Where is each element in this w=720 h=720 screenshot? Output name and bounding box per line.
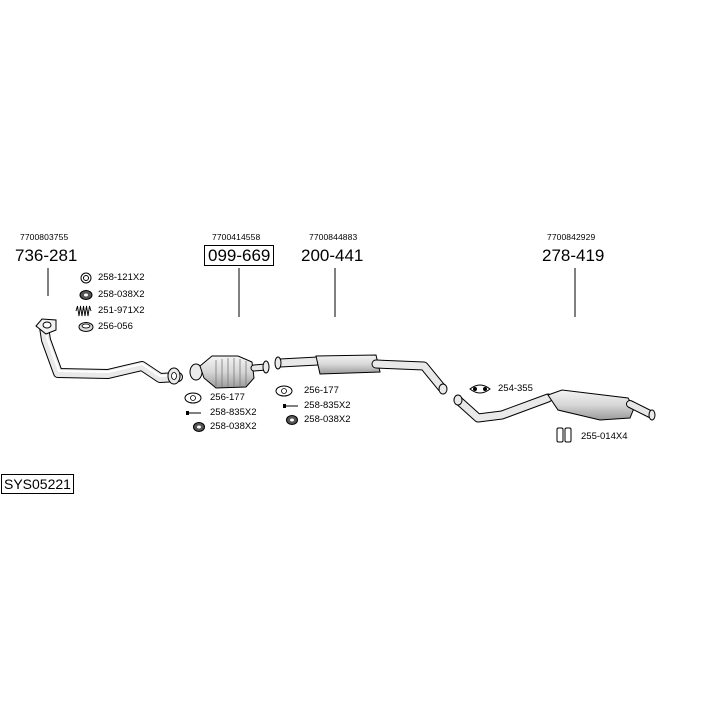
middle-silencer-drawing[interactable]	[274, 354, 448, 395]
hardware-label: 258-835X2	[210, 407, 257, 418]
part-number-boxed[interactable]: 099-669	[204, 245, 275, 266]
hardware-label: 256-177	[304, 385, 339, 396]
oem-number: 7700803755	[20, 232, 69, 242]
bolt-icon	[186, 411, 201, 415]
hardware-label: 258-038X2	[210, 421, 257, 432]
nut-icon	[286, 415, 298, 425]
hardware-label: 258-835X2	[304, 400, 351, 411]
hardware-label: 258-121X2	[98, 272, 145, 283]
hardware-label: 258-038X2	[304, 414, 351, 425]
catalyst-drawing[interactable]	[189, 355, 270, 389]
ring-gasket-icon	[78, 322, 94, 332]
oem-number: 7700844883	[309, 232, 358, 242]
oem-number: 7700414558	[212, 232, 261, 242]
flange-gasket-icon	[184, 392, 202, 404]
part-number[interactable]: 278-419	[542, 246, 605, 265]
ring-icon	[80, 272, 92, 284]
hardware-label: 256-177	[210, 392, 245, 403]
bolt-icon	[283, 404, 298, 408]
hardware-label: 254-355	[498, 383, 533, 394]
nut-icon	[193, 422, 205, 432]
clamp-icon	[469, 384, 491, 394]
part-number[interactable]: 200-441	[301, 246, 364, 265]
hardware-label: 256-056	[98, 321, 133, 332]
flange-gasket-icon	[275, 385, 293, 397]
hardware-label: 255-014X4	[581, 431, 628, 442]
spring-icon	[75, 305, 92, 317]
hardware-label: 251-971X2	[98, 305, 145, 316]
part-number[interactable]: 736-281	[15, 246, 78, 265]
nut-icon	[79, 290, 93, 300]
rear-silencer-drawing[interactable]	[453, 389, 656, 423]
oem-number: 7700842929	[547, 232, 596, 242]
rubber-hanger-icon	[556, 427, 572, 443]
front-pipe-drawing[interactable]	[35, 318, 183, 385]
diagram-code: SYS05221	[1, 474, 74, 494]
hardware-label: 258-038X2	[98, 289, 145, 300]
